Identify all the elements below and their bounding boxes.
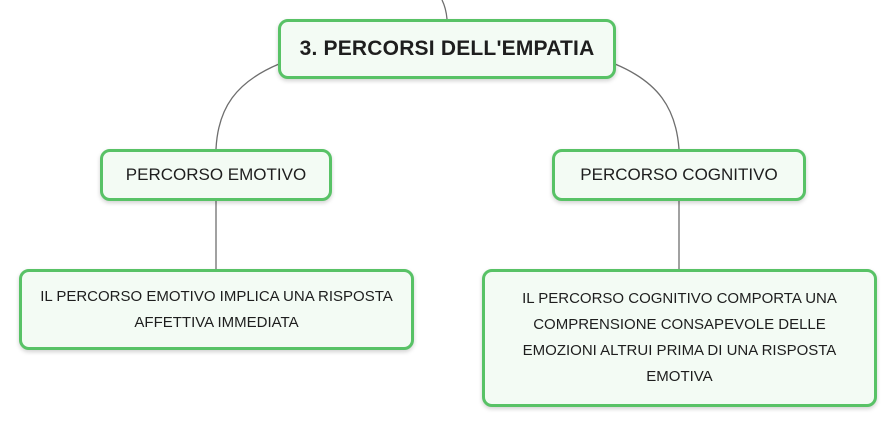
subtopic-emotive-detail-text: IL PERCORSO EMOTIVO IMPLICA UNA RISPOSTA… <box>40 287 393 331</box>
connector-root-to-emotive <box>215 63 280 150</box>
topic-cognitive-path[interactable]: PERCORSO COGNITIVO <box>552 149 806 201</box>
connector-parent-to-root <box>441 0 448 20</box>
root-topic[interactable]: 3. PERCORSI DELL'EMPATIA <box>278 19 616 79</box>
root-topic-title: 3. PERCORSI DELL'EMPATIA <box>299 37 595 60</box>
topic-emotive-path-label: PERCORSO EMOTIVO <box>125 165 307 184</box>
subtopic-cognitive-detail-text: IL PERCORSO COGNITIVO COMPORTA UNA COMPR… <box>522 290 837 385</box>
subtopic-cognitive-detail[interactable]: IL PERCORSO COGNITIVO COMPORTA UNA COMPR… <box>482 269 877 407</box>
subtopic-emotive-detail[interactable]: IL PERCORSO EMOTIVO IMPLICA UNA RISPOSTA… <box>19 269 414 350</box>
topic-cognitive-path-label: PERCORSO COGNITIVO <box>580 165 778 184</box>
topic-emotive-path[interactable]: PERCORSO EMOTIVO <box>100 149 332 201</box>
connector-root-to-cognitive <box>614 63 680 150</box>
